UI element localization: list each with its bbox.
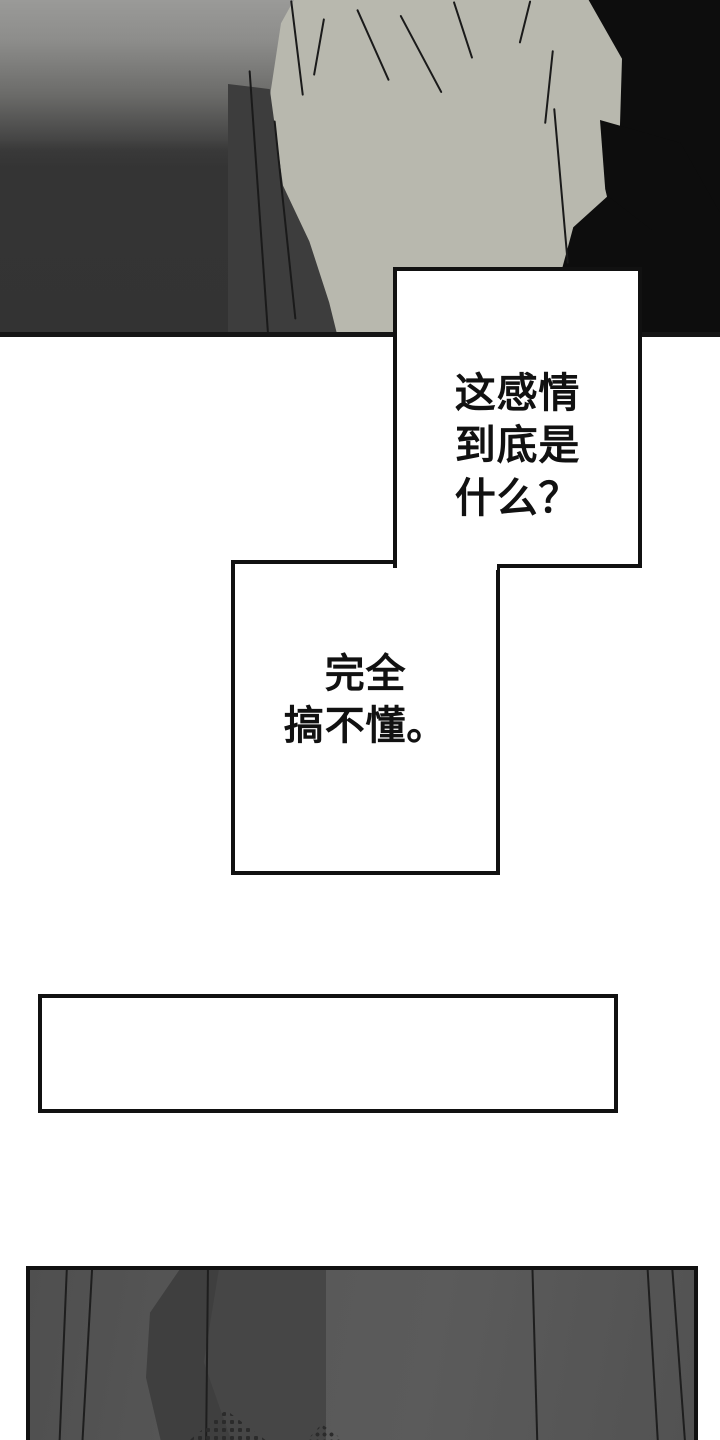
speech-bubble-thought-2: 完全 搞不懂。 — [231, 560, 500, 875]
speech-bubble-text: 这感情 到底是 什么？ — [454, 368, 581, 522]
comic-panel-bottom — [26, 1266, 698, 1440]
bubble-seam-patch — [397, 562, 497, 570]
corridor-background — [30, 1270, 694, 1440]
speech-bubble-text: 完全 搞不懂。 — [283, 651, 448, 749]
panel-top-border — [0, 332, 720, 337]
narration-box-empty — [38, 994, 618, 1113]
speech-bubble-thought-1: 这感情 到底是 什么？ — [393, 267, 642, 568]
